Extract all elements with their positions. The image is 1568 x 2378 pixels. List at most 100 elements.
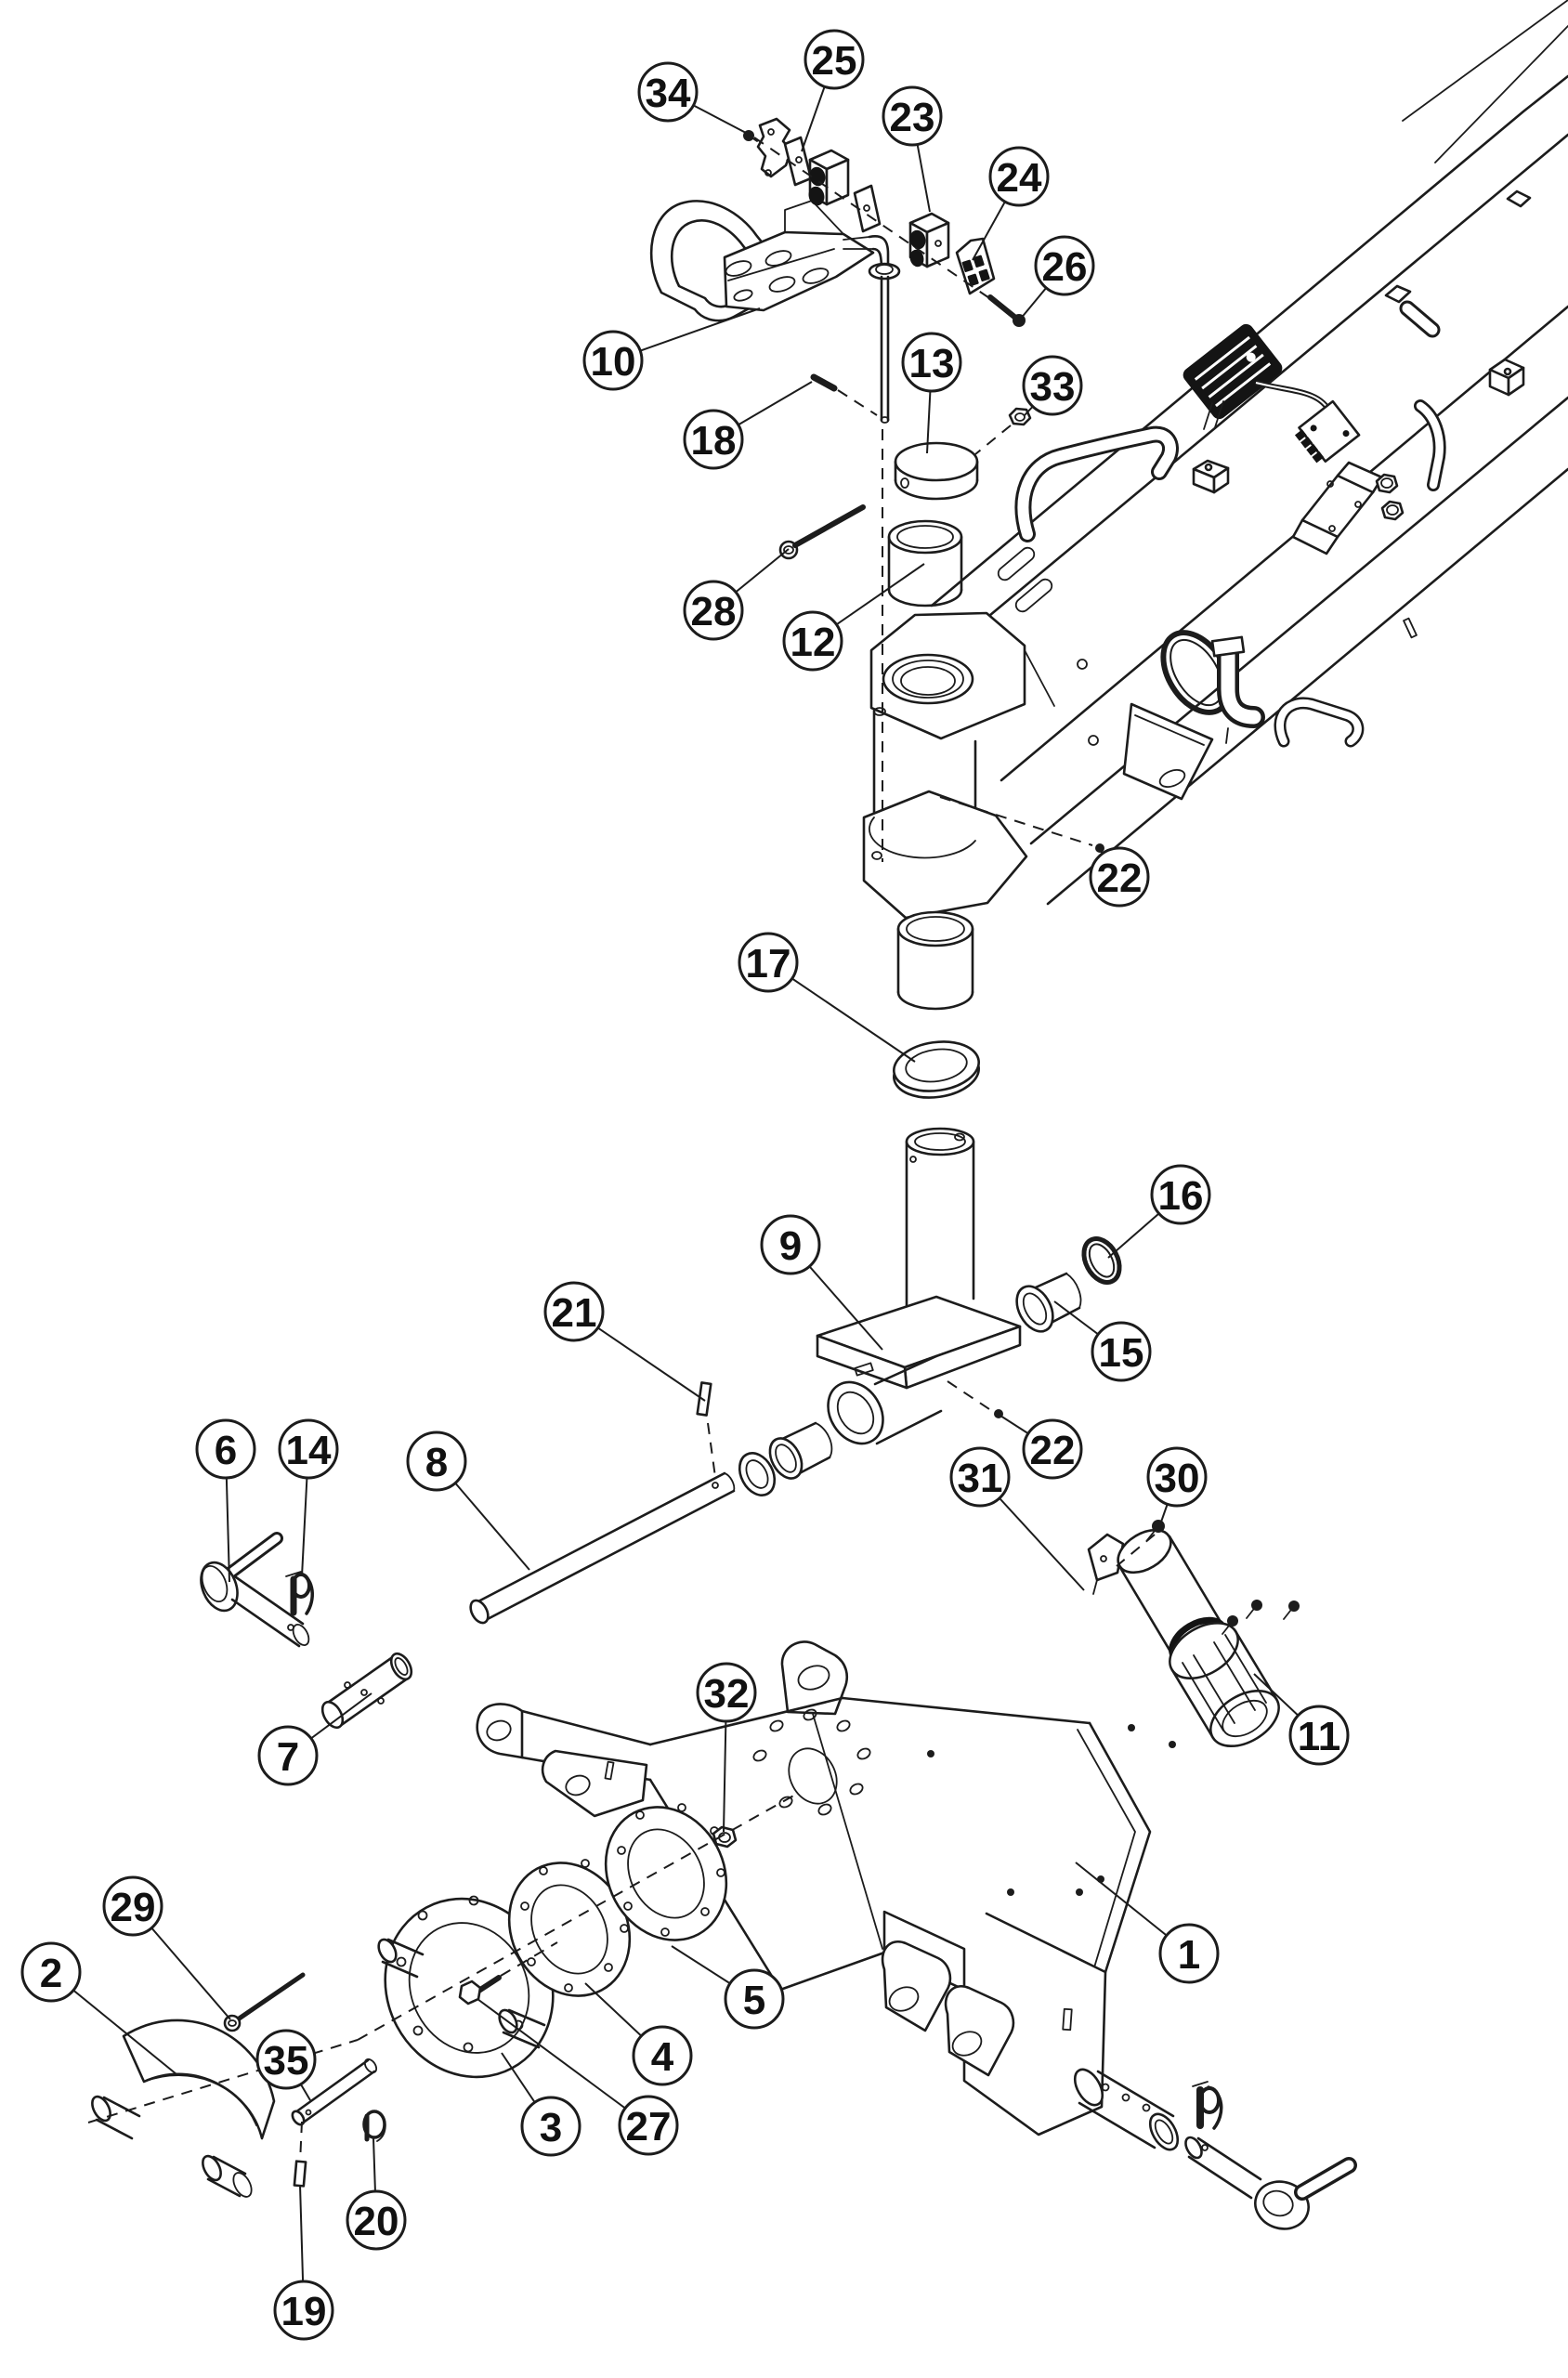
hex-nut-icon	[1375, 473, 1405, 521]
callout-number: 16	[1158, 1173, 1204, 1219]
callout-number: 5	[743, 1978, 765, 2023]
handle-pin-6	[200, 1532, 310, 1648]
callout-number: 2	[40, 1951, 62, 1996]
boom-fittings	[1014, 189, 1532, 801]
callout-number: 14	[286, 1428, 332, 1473]
callout-balloon	[1091, 1321, 1152, 1382]
clamp-block-icon	[1488, 358, 1525, 397]
bushing-15	[1015, 1272, 1082, 1333]
callout-balloon	[760, 1214, 821, 1275]
callout-3: 3	[501, 2052, 581, 2157]
o-ring-16	[1081, 1236, 1122, 1285]
callout-number: 35	[264, 2038, 309, 2084]
callout-balloon	[257, 1725, 319, 1786]
callout-balloon	[520, 2096, 581, 2157]
callout-number: 32	[704, 1671, 750, 1717]
boom-pivot-housing	[862, 611, 1055, 920]
callout-9: 9	[760, 1214, 883, 1351]
callout-balloon	[988, 146, 1050, 207]
callout-number: 26	[1042, 244, 1088, 290]
lynch-pin-14	[285, 1571, 314, 1616]
callout-balloon	[804, 29, 865, 90]
callout-balloon	[683, 409, 744, 470]
elbow-fitting	[1160, 630, 1265, 744]
bottom-right-parts	[1073, 2068, 1357, 2230]
callout-29: 29	[102, 1875, 231, 2020]
callout-number: 18	[691, 418, 737, 464]
callout-1: 1	[1075, 1862, 1220, 1984]
callout-8: 8	[406, 1431, 530, 1571]
z-bracket	[1291, 461, 1384, 555]
callout-20: 20	[346, 2137, 407, 2251]
callout-11: 11	[1253, 1673, 1350, 1766]
mast-weldment	[469, 1127, 1122, 1625]
cylinder-assembly	[1087, 1525, 1295, 1748]
callout-number: 22	[1097, 856, 1143, 901]
callout-13: 13	[901, 332, 962, 454]
mast-bushing-and-washer	[893, 910, 980, 1099]
callout-5: 5	[671, 1945, 785, 2030]
roll-pin-21	[696, 1381, 712, 1417]
callout-7: 7	[257, 1692, 372, 1786]
callout-31: 31	[949, 1446, 1085, 1591]
mounting-bracket-assembly	[649, 117, 1017, 424]
callout-balloon	[273, 2280, 334, 2341]
callout-14: 14	[278, 1418, 339, 1577]
callout-34: 34	[637, 61, 747, 134]
callout-30: 30	[1146, 1446, 1208, 1528]
callout-balloon	[618, 2095, 679, 2156]
callout-17: 17	[738, 932, 916, 1063]
callout-balloon	[1022, 1418, 1083, 1480]
clamp-block-icon	[1192, 459, 1230, 494]
callout-number: 30	[1155, 1456, 1200, 1501]
callout-6: 6	[195, 1418, 256, 1583]
callout-number: 6	[215, 1428, 237, 1473]
callout-number: 25	[812, 38, 857, 84]
callout-18: 18	[683, 381, 813, 470]
boom-bracket-plate	[1122, 702, 1214, 801]
callout-balloon	[1288, 1705, 1350, 1766]
callout-number: 24	[997, 155, 1042, 201]
callout-balloon	[1158, 1923, 1220, 1984]
callout-balloon	[632, 2025, 693, 2086]
callout-balloon	[543, 1281, 605, 1342]
callout-number: 28	[691, 589, 737, 634]
callout-balloon	[406, 1431, 467, 1492]
connector-block-icon	[1294, 399, 1361, 464]
callout-number: 15	[1099, 1330, 1144, 1376]
callout-balloon	[102, 1875, 163, 1937]
solenoid-box-icon	[1183, 323, 1283, 420]
callout-22: 22	[1000, 1415, 1083, 1480]
callout-10: 10	[582, 307, 761, 391]
callout-balloon	[782, 610, 843, 672]
callout-number: 13	[909, 341, 955, 386]
callout-balloon	[738, 932, 799, 993]
callout-26: 26	[1019, 235, 1095, 320]
callout-32: 32	[696, 1662, 757, 1833]
callout-24: 24	[972, 146, 1050, 261]
callout-number: 9	[779, 1223, 802, 1269]
callout-number: 1	[1178, 1932, 1200, 1978]
assembly-axis-lines	[87, 137, 1156, 2163]
callout-number: 21	[552, 1290, 597, 1336]
callout-balloon	[637, 61, 699, 123]
callout-number: 27	[626, 2104, 672, 2149]
callout-balloon	[20, 1941, 82, 2003]
callout-number: 34	[646, 71, 691, 116]
callout-12: 12	[782, 563, 925, 672]
callout-balloon	[1150, 1164, 1211, 1225]
callout-number: 33	[1030, 364, 1076, 410]
pivot-pin-8	[469, 1471, 736, 1625]
callout-balloon	[724, 1968, 785, 2030]
callout-4: 4	[584, 1982, 693, 2086]
callout-25: 25	[801, 29, 865, 152]
callout-number: 17	[746, 941, 791, 986]
callout-balloon	[683, 580, 744, 641]
callout-15: 15	[1053, 1300, 1152, 1382]
callout-balloon	[882, 85, 943, 147]
pivot-pin-stack	[778, 373, 1032, 608]
callout-21: 21	[543, 1281, 706, 1402]
callout-number: 8	[425, 1440, 448, 1485]
